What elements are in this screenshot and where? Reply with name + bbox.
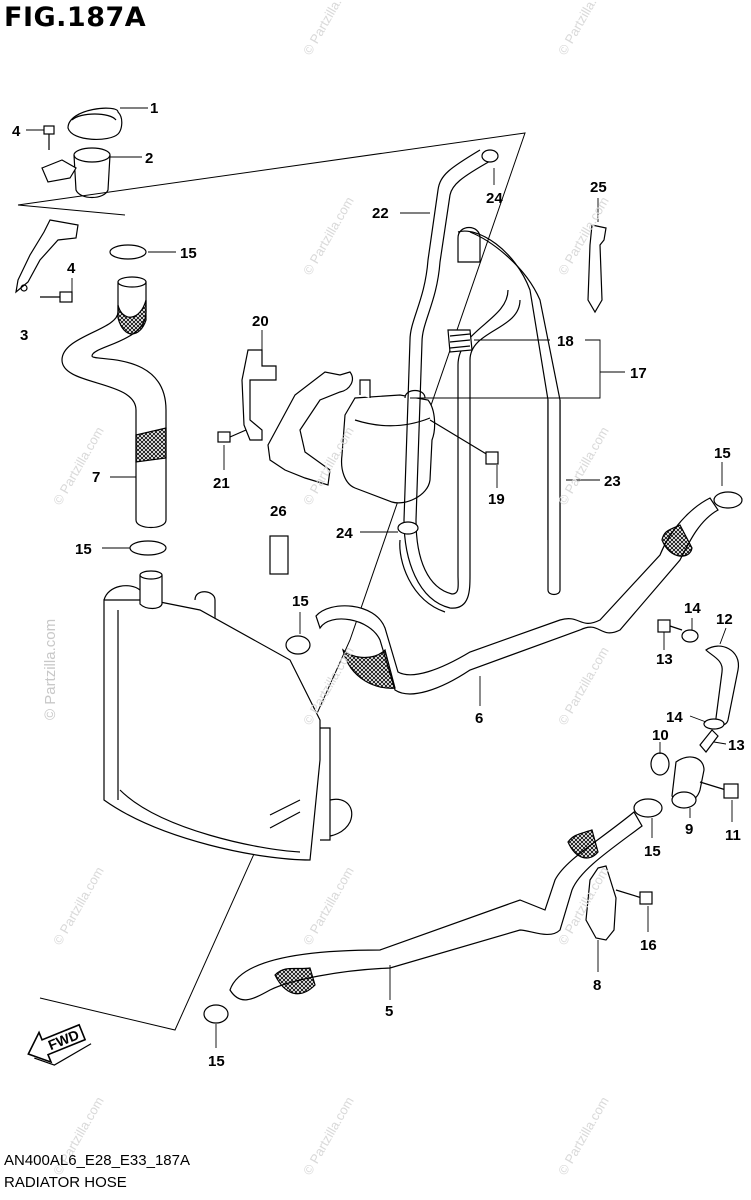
label-26	[269, 535, 289, 575]
leader-17	[410, 339, 625, 399]
callout-26: 26	[270, 503, 287, 520]
radiator	[103, 570, 353, 861]
bracket-3	[15, 219, 79, 294]
callout-24-bottom: 24	[336, 525, 353, 542]
callout-15-left: 15	[75, 541, 92, 558]
clamp-15-right-middle	[633, 798, 663, 818]
callout-24-top: 24	[486, 190, 503, 207]
callout-22: 22	[372, 205, 389, 222]
clamp-15-bottom	[203, 1004, 229, 1024]
callout-7: 7	[92, 469, 100, 486]
callout-13-bottom: 13	[728, 737, 745, 754]
figure-caption: RADIATOR HOSE	[4, 1174, 127, 1191]
radiator-cap	[67, 107, 123, 140]
callout-15-right-middle: 15	[644, 843, 661, 860]
clamp-15-middle	[285, 635, 311, 655]
callout-5: 5	[385, 1003, 393, 1020]
bolt-21	[217, 429, 247, 443]
hose-22	[403, 149, 561, 609]
fitting-9	[671, 756, 705, 809]
hose-7	[61, 276, 167, 529]
callout-18: 18	[557, 333, 574, 350]
callout-15-middle: 15	[292, 593, 309, 610]
callout-2: 2	[145, 150, 153, 167]
leader-13b	[713, 741, 727, 745]
watermark-large: © Partzilla.com	[42, 618, 59, 720]
oring-10	[650, 752, 670, 776]
clamp-14-top	[681, 629, 699, 643]
clamp-24-bottom	[397, 521, 419, 535]
frame-line	[17, 132, 526, 1031]
callout-20: 20	[252, 313, 269, 330]
hose-5	[229, 811, 643, 1001]
callout-12: 12	[716, 611, 733, 628]
callout-25: 25	[590, 179, 607, 196]
bolt-4-lower	[40, 291, 73, 303]
callout-6: 6	[475, 710, 483, 727]
hose-23	[547, 400, 561, 596]
filler-neck	[41, 147, 111, 199]
figure-title: FIG.187A	[4, 2, 147, 33]
callout-3: 3	[20, 327, 28, 344]
clamp-15-right-top	[713, 491, 743, 509]
bolt-19	[429, 419, 499, 465]
callout-9: 9	[685, 821, 693, 838]
callout-13-top: 13	[656, 651, 673, 668]
bracket-8	[585, 865, 617, 941]
callout-14-bottom: 14	[666, 709, 683, 726]
bolt-11	[699, 781, 739, 799]
retainer-25	[587, 224, 607, 314]
callout-10: 10	[652, 727, 669, 744]
fitting-13-top	[657, 619, 683, 633]
callout-8: 8	[593, 977, 601, 994]
callout-11: 11	[725, 827, 741, 844]
clamp-24-top	[481, 149, 499, 163]
callout-16: 16	[640, 937, 657, 954]
callout-4-lower: 4	[67, 260, 76, 277]
callout-21: 21	[213, 475, 230, 492]
frame-line-top	[17, 204, 126, 216]
bolt-16	[615, 889, 653, 905]
figure-code: AN400AL6_E28_E33_187A	[4, 1152, 190, 1169]
fitting-13-bottom	[699, 729, 719, 753]
callout-15-top: 15	[180, 245, 197, 262]
hose-12	[705, 645, 739, 726]
callout-14-top: 14	[684, 600, 701, 617]
clamp-14-bottom	[703, 718, 725, 730]
callout-15-right-top: 15	[714, 445, 731, 462]
hose-6	[315, 497, 719, 695]
callout-19: 19	[488, 491, 505, 508]
hose-bottom-loop	[399, 539, 446, 613]
bracket-20	[241, 349, 353, 486]
callout-17: 17	[630, 365, 647, 382]
fwd-arrow: FWD	[27, 1023, 92, 1066]
leader-12	[719, 627, 727, 645]
callout-1: 1	[150, 100, 158, 117]
callout-15-bottom: 15	[208, 1053, 225, 1070]
callout-23: 23	[604, 473, 621, 490]
clamp-15-left	[129, 540, 167, 556]
callout-4-top: 4	[12, 123, 21, 140]
bolt-4-top	[43, 125, 55, 150]
clamp-15-top	[109, 244, 147, 260]
reservoir-cap-18	[447, 329, 473, 353]
leader-14b	[689, 715, 707, 723]
